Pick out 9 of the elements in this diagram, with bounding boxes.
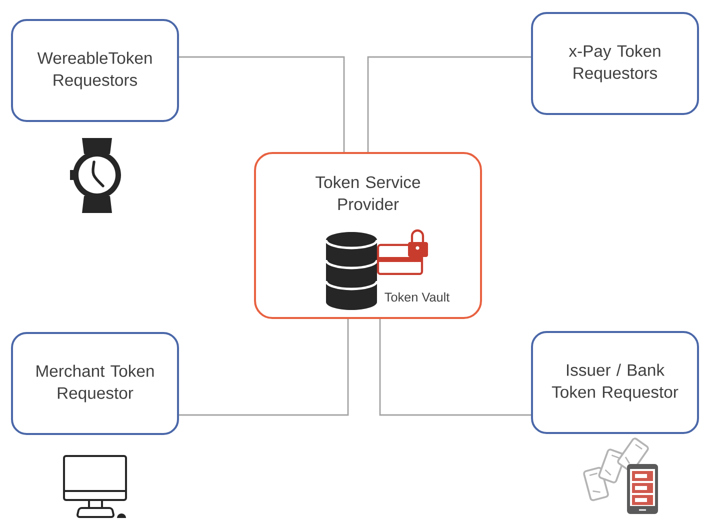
requestor-box: Merchant Token Requestor bbox=[11, 332, 179, 435]
vault-label: Token Vault bbox=[384, 292, 450, 302]
connector-line bbox=[379, 319, 531, 416]
requestor-box: Issuer / Bank Token Requestor bbox=[531, 331, 699, 434]
connector-line bbox=[179, 319, 349, 416]
requestor-box: x-Pay Token Requestors bbox=[531, 12, 699, 115]
connector-line bbox=[179, 56, 345, 152]
requestor-box: WereableToken Requestors bbox=[11, 19, 179, 122]
connector-line bbox=[367, 56, 531, 152]
